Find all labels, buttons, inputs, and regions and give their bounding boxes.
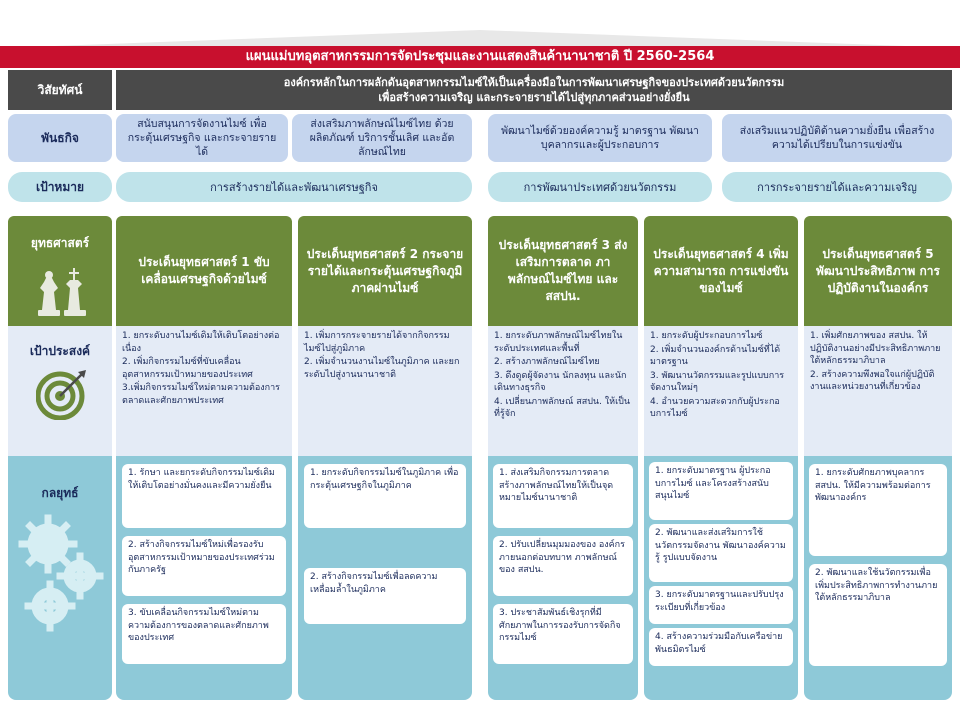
tactic-label: กลยุทธ์ <box>41 486 79 500</box>
objective-4-1: 1. ยกระดับผู้ประกอบการไมซ์ <box>650 331 763 341</box>
tactic-col-3: 1. ส่งเสริมกิจกรรมการตลาด สร้างภาพลักษณ์… <box>488 456 638 700</box>
strategy-label: ยุทธศาสตร์ <box>30 236 90 250</box>
strategy-label-panel: ยุทธศาสตร์ <box>8 216 112 326</box>
objective-4-3: 3. พัฒนานวัตกรรมและรูปแบบการจัดงานใหม่ๆ <box>650 370 785 394</box>
tactic-1-2: 2. สร้างกิจกรรมไมซ์ใหม่เพื่อรองรับอุตสาห… <box>122 536 286 596</box>
tactic-4-1: 1. ยกระดับมาตรฐาน ผู้ประกอบการไมซ์ และโค… <box>649 462 793 520</box>
tactic-3-2: 2. ปรับเปลี่ยนมุมมองของ องค์กรภายนอกต่อบ… <box>493 536 633 596</box>
objective-1-1: 1. ยกระดับงานไมซ์เดิมให้เติบโตอย่างต่อเน… <box>122 331 280 354</box>
objective-col-1: 1. ยกระดับงานไมซ์เดิมให้เติบโตอย่างต่อเน… <box>116 326 292 456</box>
tactic-4-2: 2. พัฒนาและส่งเสริมการใช้นวัตกรรมจัดงาน … <box>649 524 793 582</box>
tactic-1-1: 1. รักษา และยกระดับกิจกรรมไมซ์เดิมให้เติ… <box>122 464 286 528</box>
mission-item-3: พัฒนาไมซ์ด้วยองค์ความรู้ มาตรฐาน พัฒนาบุ… <box>488 114 712 162</box>
tactic-4-4: 4. สร้างความร่วมมือกับเครือข่ายพันธมิตรไ… <box>649 628 793 666</box>
target-icon <box>36 370 86 420</box>
objective-3-2: 2. สร้างภาพลักษณ์ไมซ์ไทย <box>494 357 600 367</box>
objective-col-2: 1. เพิ่มการกระจายรายได้จากกิจกรรมไมซ์ไปส… <box>298 326 472 456</box>
objective-label: เป้าประสงค์ <box>29 344 91 358</box>
tactic-3-1: 1. ส่งเสริมกิจกรรมการตลาด สร้างภาพลักษณ์… <box>493 464 633 528</box>
tactic-5-2: 2. พัฒนาและใช้นวัตกรรมเพื่อเพิ่มประสิทธิ… <box>809 564 947 666</box>
tactic-label-panel: กลยุทธ์ <box>8 456 112 700</box>
tactic-col-2: 1. ยกระดับกิจกรรมไมซ์ในภูมิภาค เพื่อกระต… <box>298 456 472 700</box>
objective-1-2: 2. เพิ่มกิจกรรมไมซ์ที่ขับเคลื่อนอุตสาหกร… <box>122 357 253 380</box>
objective-4-4: 4. อำนวยความสะดวกกับผู้ประกอบการไมซ์ <box>650 396 780 420</box>
strategy-col-1: ประเด็นยุทธศาสตร์ 1 ขับเคลื่อนเศรษฐกิจด้… <box>116 216 292 326</box>
objective-col-4: 1. ยกระดับผู้ประกอบการไมซ์ 2. เพิ่มจำนวนอ… <box>644 326 798 456</box>
mission-item-4: ส่งเสริมแนวปฏิบัติด้านความยั่งยืน เพื่อส… <box>722 114 952 162</box>
goal-item-3: การกระจายรายได้และความเจริญ <box>722 172 952 202</box>
tactic-2-2: 2. สร้างกิจกรรมไมซ์เพื่อลดความเหลื่อมล้ำ… <box>304 568 466 624</box>
objective-2-2: 2. เพิ่มจำนวนงานไมซ์ในภูมิภาค และยกระดับ… <box>304 357 460 380</box>
tactic-col-5: 1. ยกระดับศักยภาพบุคลากร สสปน. ให้มีความ… <box>804 456 952 700</box>
strategy-col-5: ประเด็นยุทธศาสตร์ 5 พัฒนาประสิทธิภาพ การ… <box>804 216 952 326</box>
objective-col-5: 1. เพิ่มศักยภาพของ สสปน. ให้ปฏิบัติงานอย… <box>804 326 952 456</box>
tactic-col-1: 1. รักษา และยกระดับกิจกรรมไมซ์เดิมให้เติ… <box>116 456 292 700</box>
objective-4-2: 2. เพิ่มจำนวนองค์กรด้านไมซ์ที่ได้มาตรฐาน <box>650 344 781 368</box>
goal-label: เป้าหมาย <box>8 172 112 202</box>
objective-5-2: 2. สร้างความพึงพอใจแก่ผู้ปฏิบัติงานและหน… <box>810 369 935 393</box>
vision-line-1: องค์กรหลักในการผลักดันอุตสาหกรรมไมซ์ให้เ… <box>283 76 785 89</box>
goal-item-1: การสร้างรายได้และพัฒนาเศรษฐกิจ <box>116 172 472 202</box>
objective-3-1: 1. ยกระดับภาพลักษณ์ไมซ์ไทยในระดับประเทศแ… <box>494 331 623 354</box>
mission-item-2: ส่งเสริมภาพลักษณ์ไมซ์ไทย ด้วยผลิตภัณฑ์ บ… <box>292 114 472 162</box>
strategy-col-2: ประเด็นยุทธศาสตร์ 2 กระจายรายได้และกระตุ… <box>298 216 472 326</box>
vision-line-2: เพื่อสร้างความเจริญ และกระจายรายได้ไปสู่… <box>378 91 690 104</box>
objective-3-3: 3. ดึงดูดผู้จัดงาน นักลงทุน และนักเดินทา… <box>494 370 627 394</box>
tactic-4-3: 3. ยกระดับมาตรฐานและปรับปรุงระเบียบที่เก… <box>649 586 793 624</box>
objective-label-panel: เป้าประสงค์ <box>8 326 112 456</box>
tactic-5-1: 1. ยกระดับศักยภาพบุคลากร สสปน. ให้มีความ… <box>809 464 947 556</box>
chess-icon <box>38 268 86 316</box>
strategy-col-3: ประเด็นยุทธศาสตร์ 3 ส่งเสริมการตลาด ภาพล… <box>488 216 638 326</box>
gears-icon <box>18 514 104 632</box>
title-roof <box>0 30 960 48</box>
page-title: แผนแม่บทอุตสาหกรรมการจัดประชุมและงานแสดง… <box>0 46 960 68</box>
objective-3-4: 4. เปลี่ยนภาพลักษณ์ สสปน. ให้เป็นที่รู้จ… <box>494 396 631 420</box>
objective-2-1: 1. เพิ่มการกระจายรายได้จากกิจกรรมไมซ์ไปส… <box>304 331 450 354</box>
vision-label: วิสัยทัศน์ <box>8 70 112 110</box>
objective-col-3: 1. ยกระดับภาพลักษณ์ไมซ์ไทยในระดับประเทศแ… <box>488 326 638 456</box>
strategy-col-4: ประเด็นยุทธศาสตร์ 4 เพิ่มความสามารถ การแ… <box>644 216 798 326</box>
mission-label: พันธกิจ <box>8 114 112 162</box>
tactic-2-1: 1. ยกระดับกิจกรรมไมซ์ในภูมิภาค เพื่อกระต… <box>304 464 466 528</box>
tactic-1-3: 3. ขับเคลื่อนกิจกรรมไมซ์ใหม่ตามความต้องก… <box>122 604 286 664</box>
objective-1-3: 3.เพิ่มกิจกรรมไมซ์ใหม่ตามความต้องการตลาด… <box>122 383 281 406</box>
tactic-col-4: 1. ยกระดับมาตรฐาน ผู้ประกอบการไมซ์ และโค… <box>644 456 798 700</box>
tactic-3-3: 3. ประชาสัมพันธ์เชิงรุกที่มีศักยภาพในการ… <box>493 604 633 664</box>
goal-item-2: การพัฒนาประเทศด้วยนวัตกรรม <box>488 172 712 202</box>
vision-text: องค์กรหลักในการผลักดันอุตสาหกรรมไมซ์ให้เ… <box>116 70 952 110</box>
objective-5-1: 1. เพิ่มศักยภาพของ สสปน. ให้ปฏิบัติงานอย… <box>810 331 941 366</box>
mission-item-1: สนับสนุนการจัดงานไมซ์ เพื่อกระตุ้นเศรษฐก… <box>116 114 288 162</box>
